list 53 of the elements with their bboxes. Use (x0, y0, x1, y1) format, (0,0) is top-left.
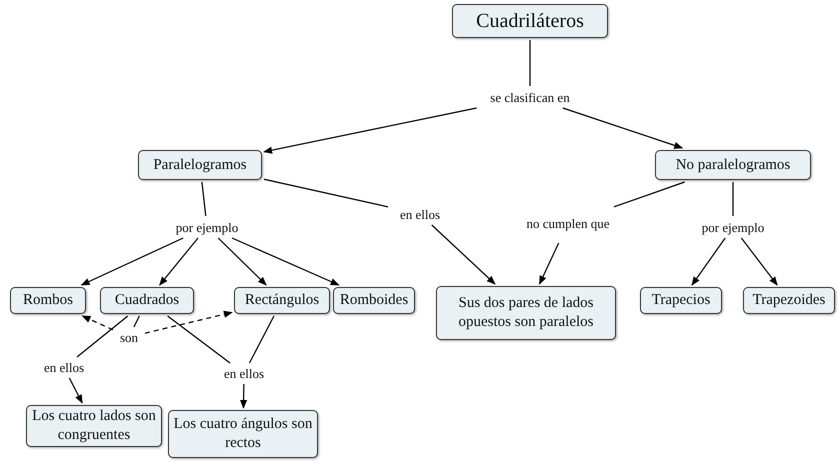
concept-box (234, 287, 330, 314)
arrow (691, 238, 726, 286)
concept-text: Romboides (340, 291, 408, 310)
concept-box (436, 286, 616, 340)
concept-text: Trapecios (652, 291, 710, 310)
concept-text: Paralelogramos (153, 156, 247, 174)
linking-phrase: por ejemplo (164, 218, 250, 236)
connector-line (248, 316, 274, 364)
connector-line (201, 182, 206, 216)
arrow (740, 238, 778, 286)
title-concept-box (452, 4, 608, 38)
concept-text: No paralelogramos (676, 156, 790, 174)
dashed-arrow (82, 315, 114, 330)
connector-line (76, 316, 128, 358)
concept-text: Rombos (22, 291, 73, 310)
concept-box (10, 287, 86, 314)
dashed-arrow (144, 310, 233, 334)
connector-line (264, 178, 388, 208)
connector-line (529, 40, 531, 86)
linking-phrase: por ejemplo (690, 218, 776, 236)
arrow (159, 238, 198, 286)
arrow (263, 107, 477, 154)
concept-text: Los cuatro ángulos son rectos (172, 415, 314, 453)
concept-box (100, 287, 194, 314)
arrow (562, 107, 684, 149)
concept-text: Trapezoides (752, 291, 826, 310)
linking-phrase: no cumplen que (524, 205, 612, 241)
arrow (232, 237, 340, 286)
connector-line (133, 316, 140, 328)
arrow (68, 378, 83, 404)
concept-text: Cuadriláteros (476, 9, 584, 33)
concept-text: Rectángulos (244, 291, 320, 310)
concept-box (138, 150, 262, 180)
linking-phrase: en ellos (213, 365, 275, 382)
arrow (80, 237, 184, 286)
linking-phrase: en ellos (390, 205, 450, 223)
arrow (539, 242, 560, 285)
concept-text: Cuadrados (114, 291, 180, 310)
connector-line (732, 182, 734, 216)
concept-text: Sus dos pares de lados opuestos son paralelos (458, 294, 594, 332)
concept-box (655, 150, 811, 180)
arrow (431, 224, 496, 285)
arrow (240, 384, 248, 409)
linking-phrase: se clasifican en (474, 88, 586, 106)
connector-line (167, 316, 230, 364)
concept-box (640, 287, 722, 314)
arrow (218, 238, 267, 286)
concept-box (743, 287, 835, 314)
linking-phrase: son (115, 329, 143, 345)
linking-phrase: en ellos (33, 359, 95, 376)
concept-text: Los cuatro lados son congruentes (31, 407, 157, 445)
concept-box (333, 287, 415, 314)
connector-line (614, 181, 685, 208)
